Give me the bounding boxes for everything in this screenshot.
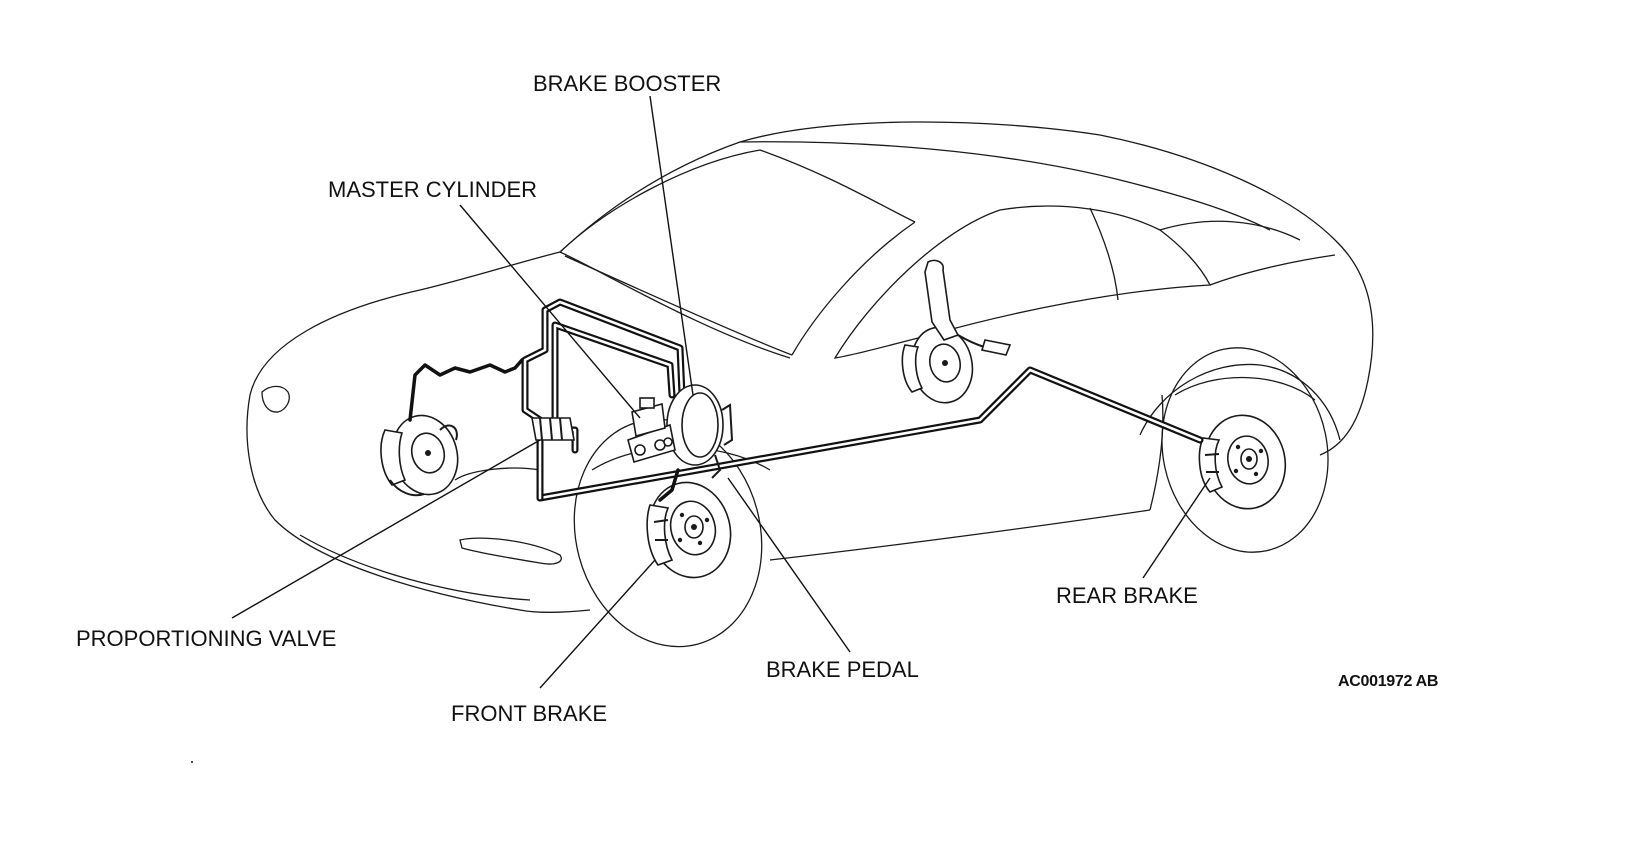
rear-brake-assembly — [1198, 414, 1287, 510]
label-proportioning-valve: PROPORTIONING VALVE — [76, 626, 337, 651]
brake-lines — [408, 298, 1204, 502]
label-front-brake: FRONT BRAKE — [451, 701, 608, 726]
label-brake-pedal: BRAKE PEDAL — [766, 657, 919, 682]
far-front-brake-assembly — [380, 414, 459, 497]
proportioning-valve — [531, 417, 575, 441]
front-brake-assembly — [646, 481, 732, 579]
label-master-cylinder: MASTER CYLINDER — [328, 177, 538, 202]
rear-wheel — [1161, 347, 1329, 553]
leader-master-cylinder — [459, 204, 641, 419]
far-rear-brake-assembly — [901, 259, 1012, 404]
label-rear-brake: REAR BRAKE — [1056, 583, 1198, 608]
master-cylinder-booster — [627, 384, 734, 479]
leader-front-brake — [539, 559, 656, 689]
leader-lines — [231, 95, 1211, 689]
label-brake-booster: BRAKE BOOSTER — [533, 71, 722, 96]
leader-proportioning-valve — [231, 439, 541, 619]
speck — [191, 761, 193, 763]
leader-brake-pedal — [727, 477, 851, 653]
leader-rear-brake — [1142, 477, 1211, 579]
leader-brake-booster — [649, 95, 694, 396]
figure-id: AC001972 AB — [1338, 673, 1439, 690]
